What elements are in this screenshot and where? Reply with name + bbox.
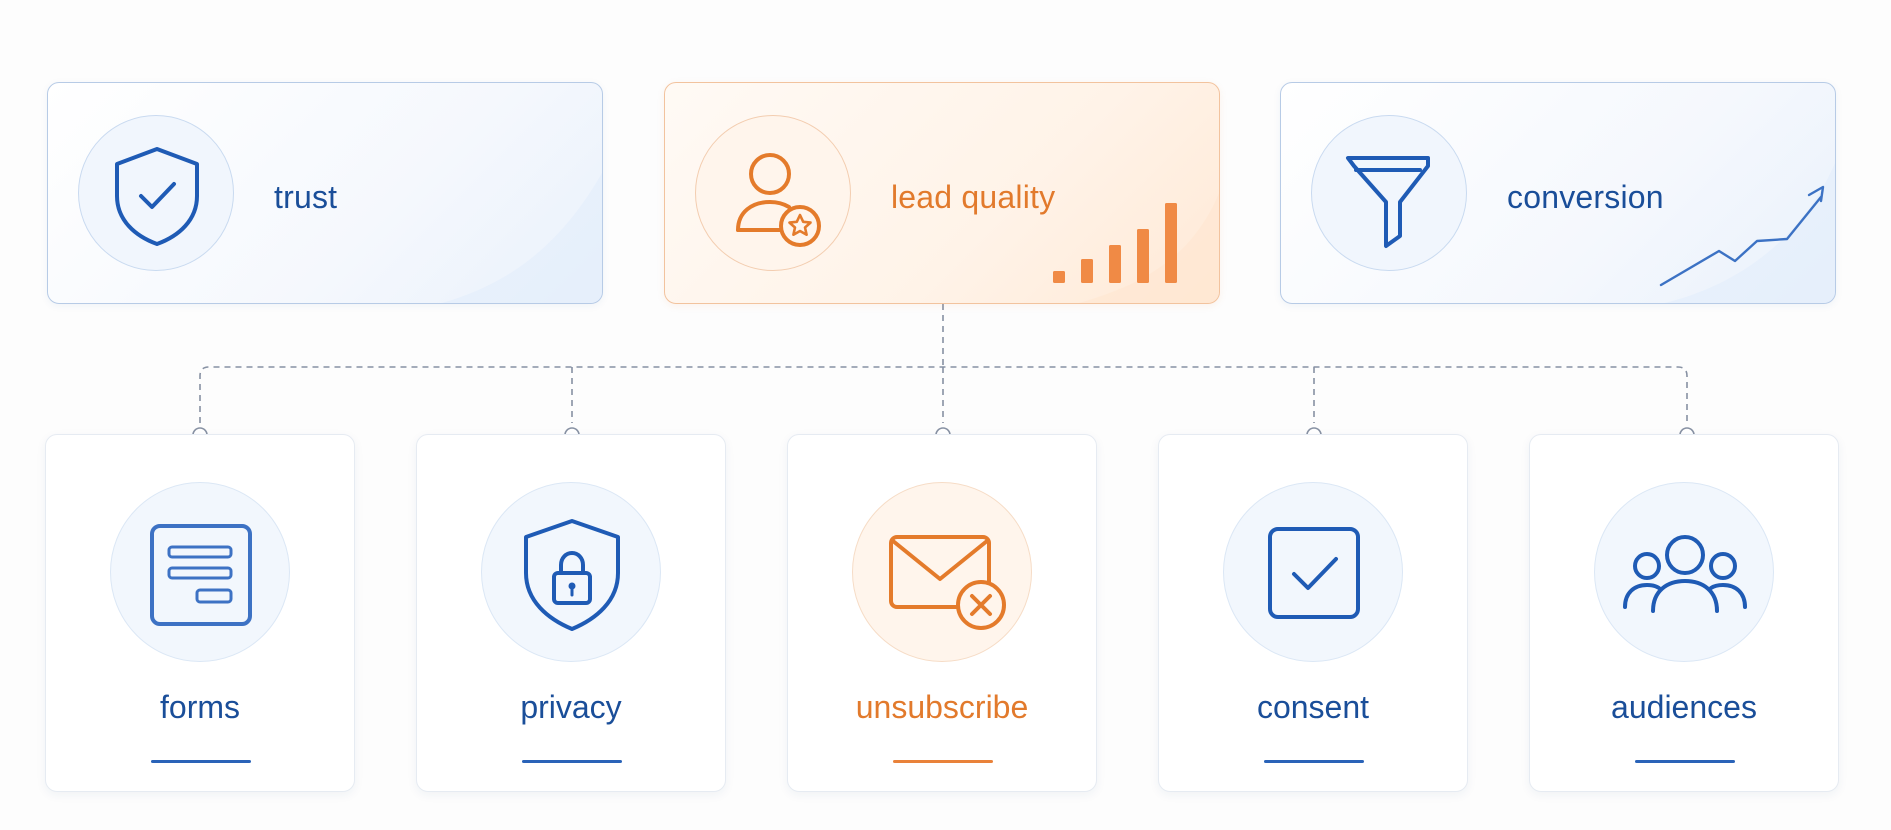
icon-circle [695, 115, 851, 271]
icon-circle [1223, 482, 1403, 662]
icon-circle [110, 482, 290, 662]
card-consent: consent [1158, 434, 1468, 792]
card-unsubscribe: unsubscribe [787, 434, 1097, 792]
shield-check-icon [115, 147, 199, 246]
card-label: trust [274, 179, 338, 215]
underline-accent [522, 760, 622, 763]
card-privacy: privacy [416, 434, 726, 792]
underline-accent [1635, 760, 1735, 763]
icon-circle [1311, 115, 1467, 271]
shield-lock-icon [524, 519, 620, 631]
form-icon [150, 524, 252, 626]
icon-circle [1594, 482, 1774, 662]
card-label: conversion [1507, 179, 1664, 215]
icon-circle [78, 115, 234, 271]
card-label: forms [160, 689, 240, 725]
users-icon [1623, 535, 1747, 613]
icon-circle [852, 482, 1032, 662]
card-label: privacy [520, 689, 622, 725]
trend-line-icon [442, 173, 602, 303]
underline-accent [893, 760, 993, 763]
underline-accent [151, 760, 251, 763]
card-forms: forms [45, 434, 355, 792]
card-label: lead quality [891, 179, 1056, 215]
mail-x-icon [889, 535, 1006, 630]
trend-arrow-icon [1659, 163, 1835, 303]
user-star-icon [736, 153, 821, 247]
card-trust: trust [47, 82, 603, 304]
card-label: consent [1256, 689, 1370, 725]
checkbox-icon [1268, 527, 1360, 619]
card-audiences: audiences [1529, 434, 1839, 792]
card-label: unsubscribe [855, 689, 1029, 725]
funnel-icon [1346, 156, 1430, 248]
underline-accent [1264, 760, 1364, 763]
icon-circle [481, 482, 661, 662]
card-conversion: conversion [1280, 82, 1836, 304]
bar-signal-icon [1053, 193, 1219, 303]
connector-bus [199, 366, 1688, 423]
card-label: audiences [1611, 689, 1757, 725]
card-lead-quality: lead quality [664, 82, 1220, 304]
